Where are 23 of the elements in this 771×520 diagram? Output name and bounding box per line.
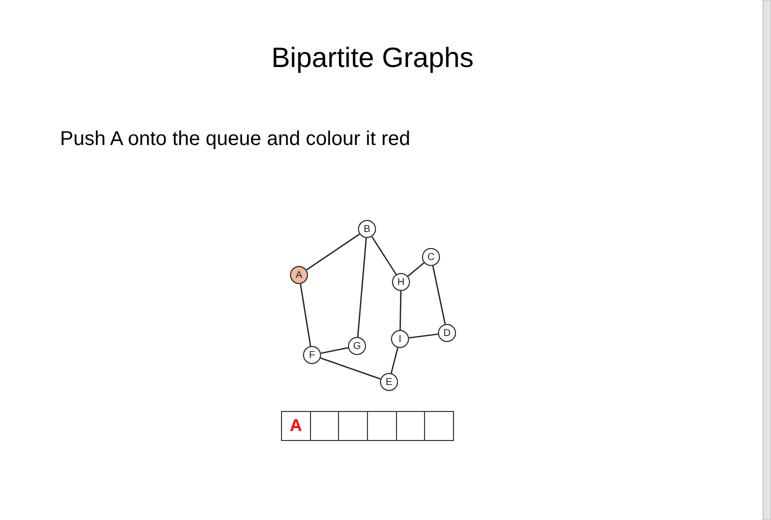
graph-edge [320,357,381,380]
instruction-text: Push A onto the queue and colour it red [60,128,410,151]
graph-edge [390,348,398,374]
graph-vertex: G [348,337,366,355]
queue-cell: A [281,411,311,441]
graph-vertex: H [392,273,410,291]
graph-edge [371,236,397,275]
title: Bipartite Graphs [270,42,475,74]
graph-edge [320,347,348,354]
graph-edge [300,284,312,346]
graph-edge [306,234,360,270]
graph-vertex: I [391,330,409,348]
graph-edge [400,290,402,330]
graph-vertex: B [358,220,376,238]
graph-edge [432,266,446,324]
graph-edge [408,334,438,338]
graph-vertex: A [290,266,308,284]
graph-vertex: D [438,324,456,342]
graph-vertex: F [303,346,321,364]
graph-vertex: C [422,248,440,266]
graph-vertex: E [380,373,398,391]
graph-edge [357,238,367,338]
graph-edge [408,262,424,277]
